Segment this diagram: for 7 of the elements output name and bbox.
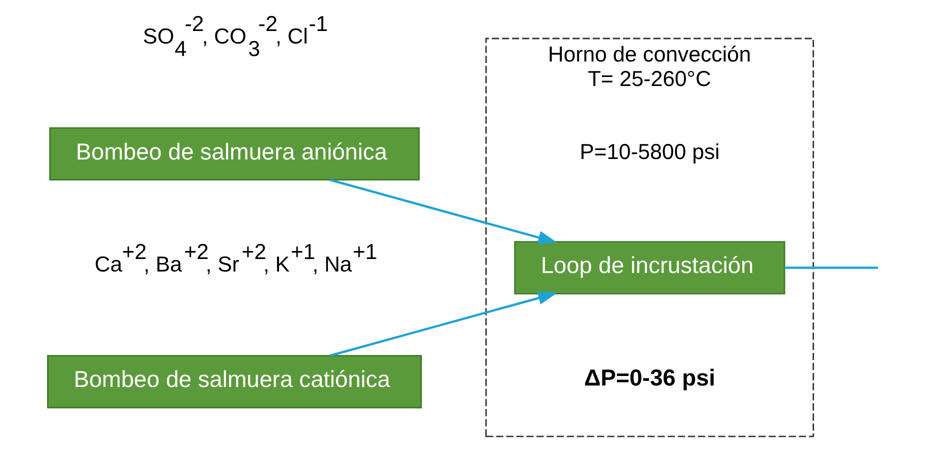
node-label: ΔP=0-36 psi <box>584 364 716 391</box>
arrow <box>330 292 558 357</box>
node-box: Bombeo de salmuera catiónica <box>47 354 422 408</box>
node-box: Bombeo de salmuera aniónica <box>49 127 420 181</box>
connector <box>784 266 878 269</box>
node-box: Loop de incrustación <box>514 241 786 294</box>
arrow <box>330 178 558 244</box>
